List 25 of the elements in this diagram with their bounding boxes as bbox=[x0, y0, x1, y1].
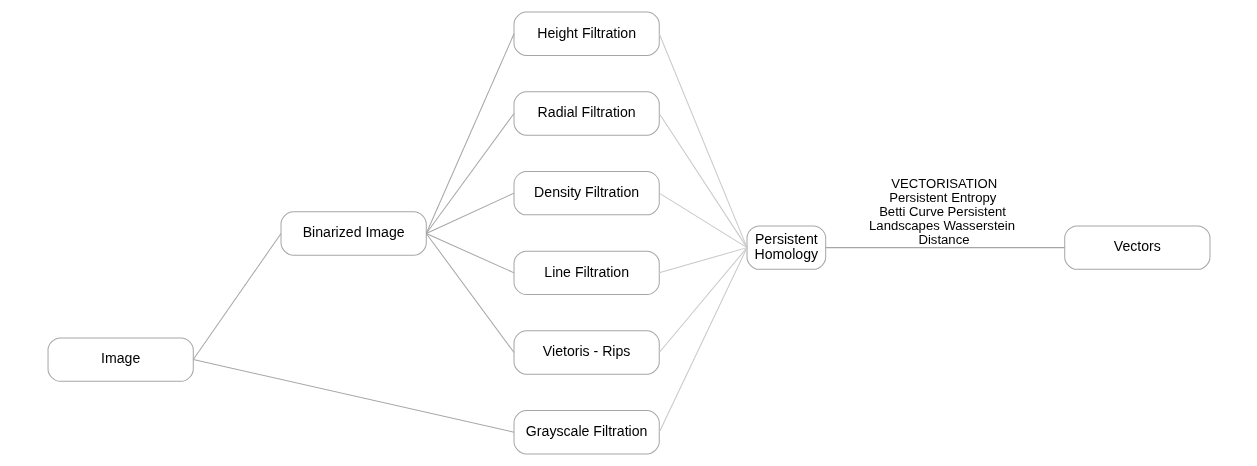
connector bbox=[425, 192, 515, 234]
connector bbox=[192, 233, 282, 361]
connector bbox=[658, 192, 747, 249]
node-box: Line Filtration bbox=[513, 250, 660, 296]
node-box: Binarized Image bbox=[280, 211, 427, 256]
connector bbox=[425, 33, 515, 234]
connector bbox=[658, 112, 747, 249]
connector bbox=[425, 233, 515, 274]
node-box: Height Filtration bbox=[513, 11, 660, 56]
node-box: Radial Filtration bbox=[513, 91, 660, 136]
connector bbox=[658, 33, 747, 249]
node-box: Image bbox=[47, 337, 194, 382]
node-box: Vietoris - Rips bbox=[513, 330, 660, 375]
connector bbox=[658, 247, 747, 274]
connector bbox=[658, 247, 747, 433]
connector bbox=[192, 359, 515, 433]
connector bbox=[425, 112, 515, 234]
node-box: Persistent Homology bbox=[746, 225, 826, 270]
connector bbox=[658, 247, 747, 354]
node-box: Grayscale Filtration bbox=[513, 410, 660, 455]
node-box: Vectors bbox=[1063, 225, 1210, 270]
node-box: Density Filtration bbox=[513, 170, 660, 216]
edge-label: VECTORISATION Persistent Entropy Betti Curve Persistent Landscapes Wasserstein Distance bbox=[868, 175, 1015, 247]
connector bbox=[425, 233, 515, 354]
connector bbox=[824, 247, 1065, 249]
